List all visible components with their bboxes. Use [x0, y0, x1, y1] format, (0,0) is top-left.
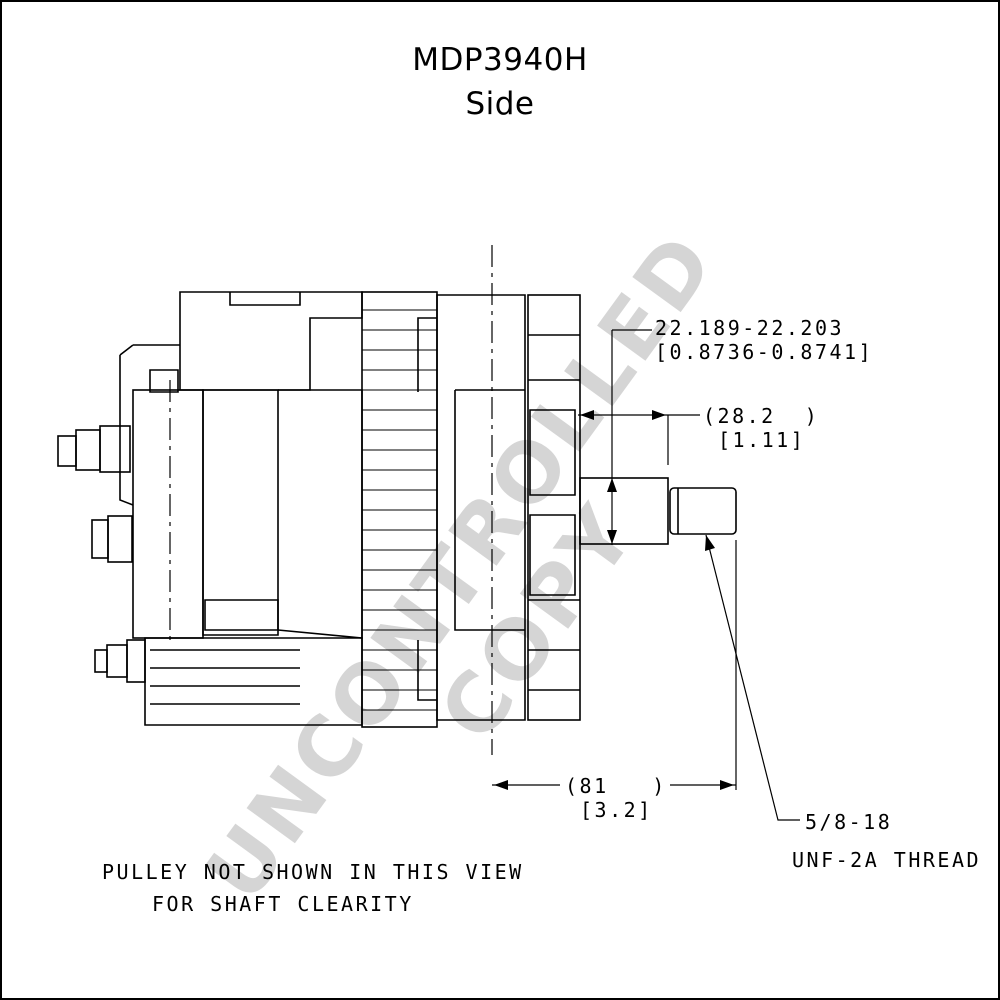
regulator-frame	[202, 389, 279, 636]
terminal-stud-bottom	[94, 639, 146, 683]
regulator-lower-plate	[204, 599, 279, 631]
threaded-shaft-end	[669, 487, 737, 535]
shaft-length-in-label: [1.11]	[718, 428, 806, 452]
note-line-2: FOR SHAFT CLEARITY	[152, 892, 414, 916]
shaft-body	[579, 477, 669, 545]
stator-laminations	[362, 309, 437, 711]
rear-housing-bottom-ribs	[150, 649, 300, 705]
terminal-stud-middle	[91, 515, 133, 563]
fan-blades	[528, 334, 580, 691]
shaft-diameter-mm-label: 22.189-22.203	[655, 316, 845, 340]
overall-length-in-label: [3.2]	[580, 798, 653, 822]
thread-callout-leader	[705, 534, 800, 821]
drive-end-housing	[436, 294, 526, 721]
terminal-stud-top	[57, 425, 131, 473]
shaft-length-mm-label: (28.2 )	[703, 404, 820, 428]
drive-end-flange	[417, 317, 437, 701]
shaft-diameter-in-label: [0.8736-0.8741]	[655, 340, 874, 364]
thread-size-label: 5/8-18	[805, 810, 893, 834]
shaft-length-dimension-line	[578, 414, 669, 465]
fan-hub	[529, 409, 576, 596]
shaft-diameter-arrows	[607, 478, 617, 544]
view-label: Side	[465, 86, 535, 122]
regulator-body	[132, 389, 204, 639]
drive-end-bearing-bore	[454, 389, 525, 631]
mounting-bracket	[119, 344, 180, 506]
rear-housing-bottom	[144, 637, 363, 726]
rear-housing-top-tab	[229, 292, 301, 306]
note-line-1: PULLEY NOT SHOWN IN THIS VIEW	[102, 860, 524, 884]
rear-housing-top	[179, 291, 363, 391]
thread-spec-label: UNF-2A THREAD	[792, 848, 982, 872]
model-number-title: MDP3940H	[412, 42, 588, 78]
cooling-fan	[527, 294, 581, 721]
bracket-tab	[149, 369, 179, 393]
overall-length-mm-label: (81 )	[565, 774, 667, 798]
thread-callout-arrow	[705, 535, 715, 551]
rear-frame-side	[277, 389, 363, 639]
